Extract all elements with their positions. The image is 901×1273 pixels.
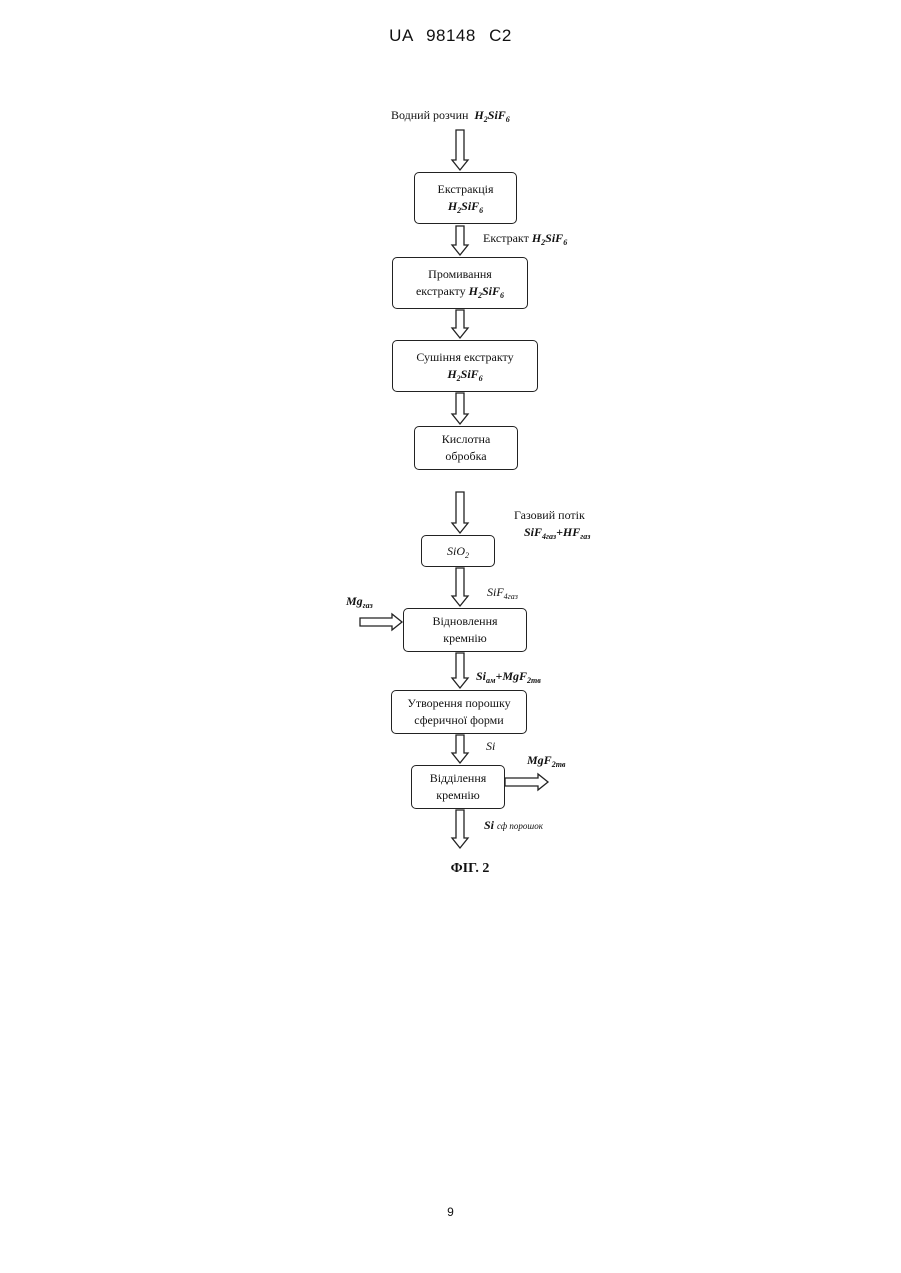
- step-washing-line2: екстракту H2SiF6: [416, 283, 504, 300]
- arrow-mg-to-reduction: [360, 614, 402, 630]
- step-reduction: Відновлення кремнію: [403, 608, 527, 652]
- arrow-input-to-extraction: [452, 130, 468, 170]
- edge-label-extract-text: Екстракт: [483, 231, 529, 245]
- step-spherical-powder: Утворення порошку сферичної форми: [391, 690, 527, 734]
- step-drying: Сушіння екстракту H2SiF6: [392, 340, 538, 392]
- step-extraction-label: Екстракція: [437, 181, 493, 198]
- arrow-powder-to-separation: [452, 735, 468, 763]
- edge-label-mg: Mgгаз: [346, 594, 373, 609]
- edge-label-extract: Екстракт H2SiF6: [483, 231, 567, 246]
- figure-caption: ФІГ. 2: [0, 861, 901, 877]
- output-si: Si: [484, 818, 494, 832]
- step-extraction-formula: H2SiF6: [448, 198, 483, 215]
- output-sub: сф порошок: [497, 821, 543, 831]
- step-washing-line2-text: екстракту: [416, 284, 466, 298]
- output-label: Si сф порошок: [484, 818, 543, 833]
- edge-label-si: Si: [486, 739, 495, 754]
- step-spherical-powder-line1: Утворення порошку: [407, 695, 510, 712]
- arrow-washing-to-drying: [452, 310, 468, 338]
- arrow-separation-mgf2-out: [505, 774, 548, 790]
- edge-label-si-mgf2: Siам+MgF2тв: [476, 669, 541, 684]
- arrow-extraction-to-washing: [452, 226, 468, 255]
- page-number: 9: [0, 1205, 901, 1219]
- step-drying-formula: H2SiF6: [447, 366, 482, 383]
- edge-label-sif4: SiF4газ: [487, 585, 518, 600]
- arrow-drying-to-acid: [452, 393, 468, 424]
- arrow-sio2-to-reduction: [452, 568, 468, 606]
- step-washing-formula: H2SiF6: [469, 284, 504, 298]
- step-drying-label: Сушіння екстракту: [416, 349, 513, 366]
- edge-label-gas-flow-formula: SiF4газ+HFгаз: [524, 525, 590, 540]
- step-reduction-line2: кремнію: [443, 630, 486, 647]
- step-acid-treatment-line1: Кислотна: [442, 431, 491, 448]
- step-acid-treatment-line2: обробка: [445, 448, 486, 465]
- arrow-separation-output: [452, 810, 468, 848]
- step-washing: Промивання екстракту H2SiF6: [392, 257, 528, 309]
- step-separation-line1: Відділення: [430, 770, 487, 787]
- step-separation: Відділення кремнію: [411, 765, 505, 809]
- arrow-reduction-to-powder: [452, 653, 468, 688]
- input-label: Водний розчин H2SiF6: [391, 108, 510, 123]
- step-separation-line2: кремнію: [436, 787, 479, 804]
- arrow-acid-to-sio2: [452, 492, 468, 533]
- step-reduction-line1: Відновлення: [432, 613, 497, 630]
- edge-label-mgf2-out: MgF2тв: [527, 753, 565, 768]
- step-washing-label: Промивання: [428, 266, 492, 283]
- step-sio2-label: SiO2: [447, 543, 469, 560]
- input-formula: H2SiF6: [474, 108, 509, 122]
- step-acid-treatment: Кислотна обробка: [414, 426, 518, 470]
- step-spherical-powder-line2: сферичної форми: [414, 712, 503, 729]
- step-sio2: SiO2: [421, 535, 495, 567]
- step-extraction: Екстракція H2SiF6: [414, 172, 517, 224]
- edge-label-extract-formula: H2SiF6: [532, 231, 567, 245]
- input-label-text: Водний розчин: [391, 108, 468, 122]
- edge-label-gas-flow: Газовий потік: [514, 508, 585, 523]
